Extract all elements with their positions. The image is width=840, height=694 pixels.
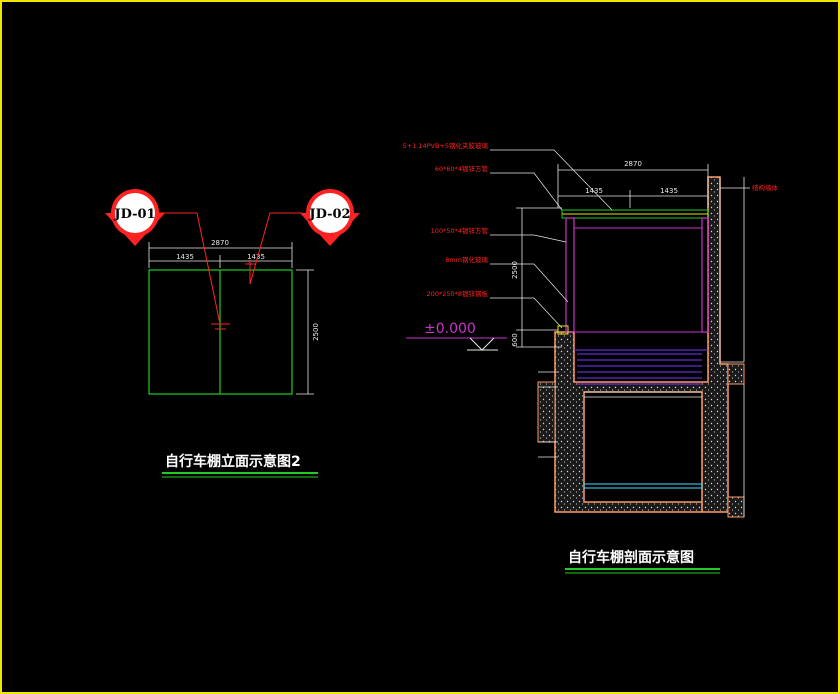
callout-laminated-glass: 5+1.14PVB+5钢化夹胶玻璃 [403, 141, 489, 150]
elevation-dimension-lines [148, 242, 314, 395]
section-title: 自行车棚剖面示意图 [568, 549, 694, 566]
callout-square-tube-60: 60*60*4镀锌方管 [435, 164, 489, 173]
section-total-width: 2870 [624, 160, 642, 168]
concrete-structure [537, 176, 745, 518]
elevation-height: 2500 [312, 323, 320, 341]
section-height: 2500 [511, 261, 519, 279]
callout-square-tube-100: 100*50*4镀锌方管 [431, 226, 489, 235]
section-base-height: 600 [511, 333, 519, 346]
marker-disk [310, 193, 350, 233]
detail-marker-jd-02[interactable]: JD-02 [300, 189, 360, 246]
marker-leaders [155, 212, 302, 330]
callout-labels-left: 5+1.14PVB+5钢化夹胶玻璃 60*60*4镀锌方管 100*50*4镀锌… [403, 141, 489, 298]
callout-structure-wall: 结构墙体 [752, 183, 779, 192]
section-right-width: 1435 [660, 187, 678, 195]
callout-tempered-glass: 8mm钢化玻璃 [445, 255, 488, 264]
shelter-frame [557, 209, 709, 335]
section-drawing: 2870 1435 1435 2500 600 ±0.000 5+1.14PVB… [403, 141, 779, 574]
elevation-left-width: 1435 [176, 253, 194, 261]
marker-label: JD-01 [113, 207, 155, 222]
elevation-drawing: 2870 1435 1435 2500 JD-01 JD-02 自行车 [105, 189, 360, 478]
marker-label: JD-02 [308, 207, 350, 222]
callout-leaders-left [490, 149, 750, 329]
elevation-title: 自行车棚立面示意图2 [165, 453, 301, 470]
callout-steel-plate: 200*250*8镀锌钢板 [427, 289, 489, 298]
elevation-right-width: 1435 [247, 253, 265, 261]
stair-lines [574, 349, 708, 385]
level-mark: ±0.000 [406, 321, 507, 351]
section-dimension-lines [516, 164, 709, 348]
bottom-slab [583, 483, 703, 489]
detail-marker-jd-01[interactable]: JD-01 [105, 189, 165, 246]
elevation-total-width: 2870 [211, 239, 229, 247]
level-value: ±0.000 [424, 321, 476, 337]
marker-disk [115, 193, 155, 233]
structure-outlines [538, 177, 745, 517]
